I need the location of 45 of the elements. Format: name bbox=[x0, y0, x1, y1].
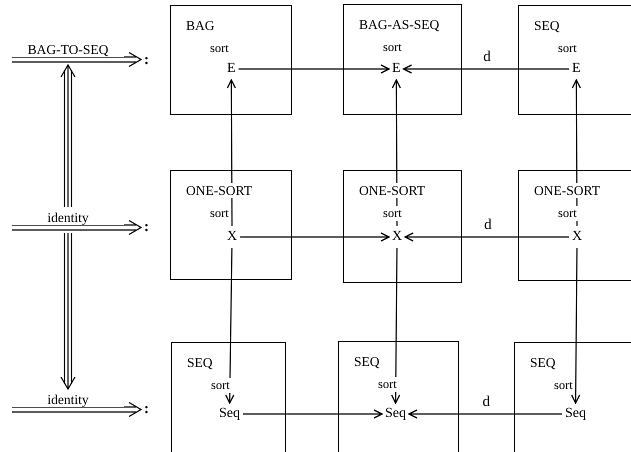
sort-symbol: Seq bbox=[385, 406, 406, 422]
double-arrow bbox=[60, 64, 76, 208]
module-box bbox=[171, 342, 286, 452]
module-box bbox=[343, 170, 462, 283]
sort-symbol: Seq bbox=[565, 406, 586, 422]
double-arrow bbox=[11, 220, 142, 236]
module-box bbox=[338, 341, 459, 452]
arrow bbox=[243, 409, 383, 419]
arrow bbox=[402, 64, 569, 74]
arrow bbox=[392, 79, 402, 226]
arrow bbox=[240, 232, 390, 242]
module-name: BAG bbox=[185, 18, 216, 33]
double-arrow bbox=[60, 232, 76, 390]
sort-keyword: sort bbox=[210, 378, 231, 393]
sort-symbol: Seq bbox=[219, 406, 240, 422]
arrow bbox=[572, 79, 582, 226]
module-name: SEQ bbox=[353, 354, 381, 369]
arrow bbox=[404, 232, 569, 242]
module-box bbox=[518, 5, 631, 115]
double-arrow bbox=[11, 402, 142, 418]
module-box bbox=[343, 4, 462, 115]
module-box bbox=[170, 170, 292, 280]
arrow bbox=[226, 79, 236, 226]
morphism-label: identity bbox=[12, 392, 124, 407]
arrow bbox=[571, 248, 580, 404]
module-name: ONE-SORT bbox=[358, 183, 426, 198]
module-name: SEQ bbox=[529, 355, 557, 370]
morphism-label: BAG-TO-SEQ bbox=[12, 42, 124, 57]
module-box bbox=[518, 170, 631, 281]
arrow bbox=[391, 248, 400, 404]
arrow bbox=[225, 248, 234, 404]
module-name: BAG-AS-SEQ bbox=[358, 17, 440, 32]
sort-keyword: sort bbox=[557, 206, 578, 221]
double-arrow bbox=[11, 52, 142, 68]
arrow bbox=[408, 409, 562, 419]
module-name: SEQ bbox=[186, 355, 214, 370]
module-box bbox=[514, 342, 631, 452]
sort-keyword: sort bbox=[377, 377, 398, 392]
morphism-label: identity bbox=[12, 210, 124, 225]
sort-keyword: sort bbox=[382, 206, 403, 221]
module-name: SEQ bbox=[533, 18, 561, 33]
module-name: ONE-SORT bbox=[533, 183, 601, 198]
module-name: ONE-SORT bbox=[185, 183, 253, 198]
arrow bbox=[238, 64, 390, 74]
module-box bbox=[170, 5, 292, 115]
